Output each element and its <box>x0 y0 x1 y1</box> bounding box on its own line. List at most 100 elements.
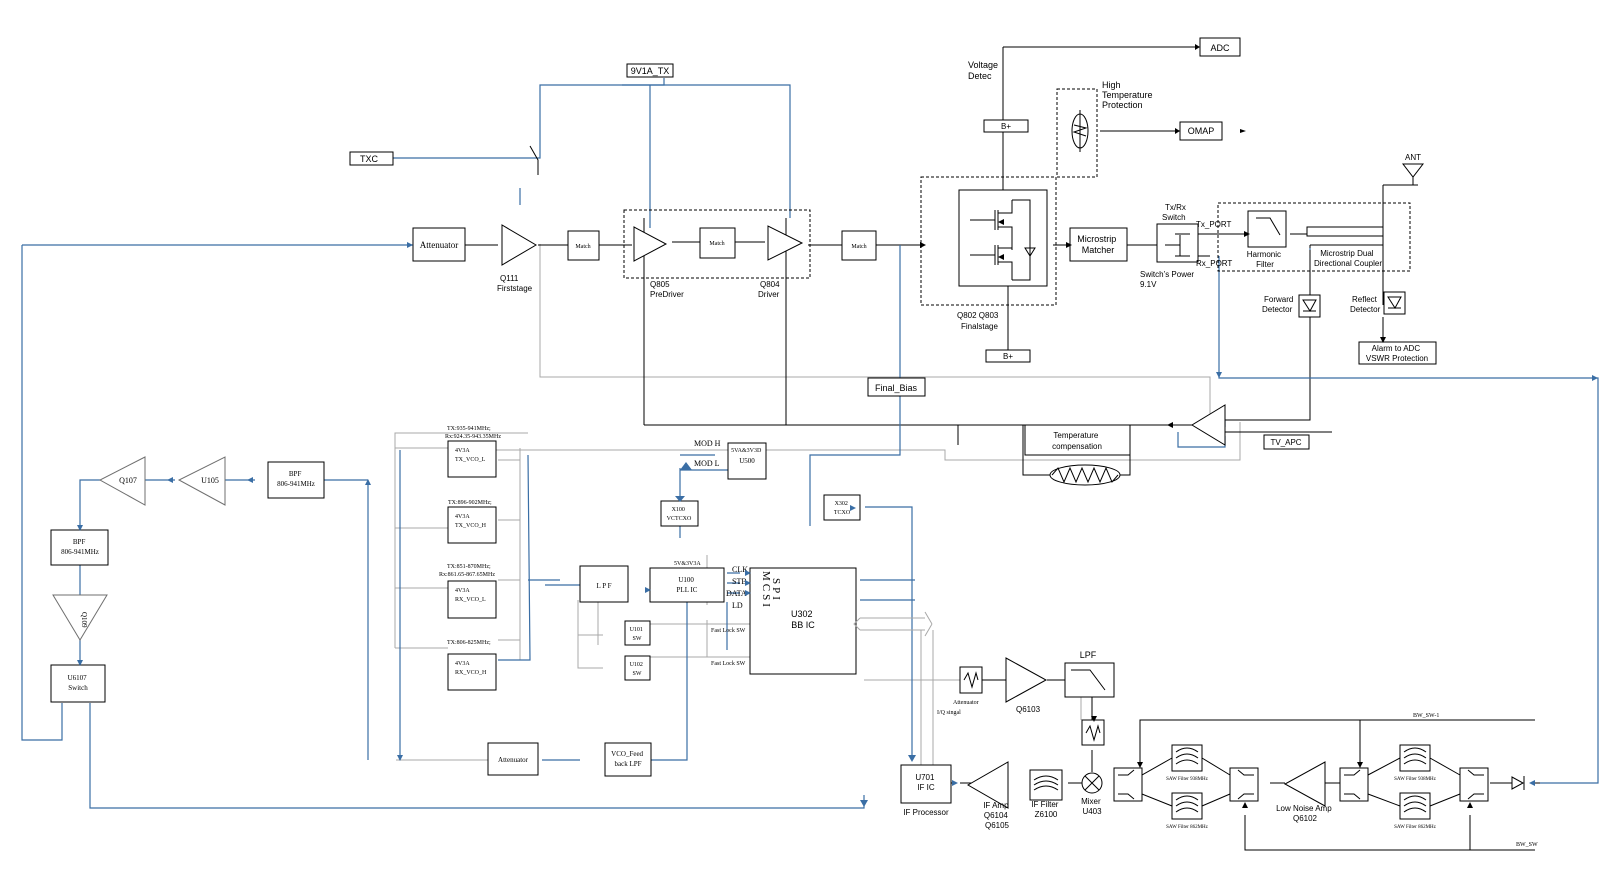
tv-apc-box: TV_APC <box>1263 434 1310 450</box>
forward-detector: Forward Detector <box>1262 294 1321 318</box>
vco-1: TX:935-941MHz; Rx:924.35-943.35MHz 4V3A … <box>445 426 501 478</box>
svg-text:4V3A RX_VCO_H: 4V3A RX_VCO_H <box>455 661 487 676</box>
u500-box: 5VA&3V3D U500 <box>727 442 767 480</box>
rx-port-label: Rx_PORT <box>1196 259 1232 268</box>
bpf-top-box: BPF 806-941MHz <box>267 461 325 499</box>
stb-label: STB <box>732 577 747 586</box>
svg-text:U102 SW: U102 SW <box>630 662 645 677</box>
iq-signal-label: I/Q singal <box>937 710 961 716</box>
svg-text:U105: U105 <box>201 476 219 485</box>
if-processor-label: IF Processor <box>903 808 949 817</box>
rx-lpf: LPF <box>1064 650 1115 698</box>
bw-sw-label: BW_SW <box>1516 842 1538 848</box>
u6107-switch-box: U6107 Switch <box>50 664 106 703</box>
txrx-switch-label: Tx/Rx Switch <box>1162 203 1188 222</box>
high-temp-label: High Temperature Protection <box>1102 80 1155 110</box>
svg-text:IF Filter Z6100: IF Filter Z6100 <box>1031 800 1060 819</box>
q802-q803-finalstage: Q802 Q803 Finalstage <box>957 189 1048 331</box>
svg-text:Attenuator: Attenuator <box>420 240 459 250</box>
q805-label: Q805 PreDriver <box>650 280 684 299</box>
svg-text:TXC: TXC <box>360 154 379 164</box>
mcsi-label: MCSI <box>760 571 772 610</box>
voltage-detec-label: Voltage Detec <box>968 60 1001 81</box>
svg-text:B+: B+ <box>1003 352 1013 361</box>
svg-text:B+: B+ <box>1001 122 1011 131</box>
q111-label: Q111 Firststage <box>497 274 533 293</box>
mod-h-label: MOD H <box>694 439 721 448</box>
lpf-box: L P F <box>579 565 629 603</box>
switch-icon <box>529 145 539 175</box>
match-box-3: Match <box>841 230 877 261</box>
svg-text:Match: Match <box>709 241 724 247</box>
q804-amplifier: Q804 Driver <box>758 225 804 299</box>
thermistor-icon <box>1051 466 1119 484</box>
bplus-bottom-box: B+ <box>985 349 1031 363</box>
svg-text:U101 SW: U101 SW <box>630 627 645 642</box>
svg-text:X302 TCXO: X302 TCXO <box>834 501 851 516</box>
svg-text:SAW Filter 862MHz: SAW Filter 862MHz <box>1166 825 1209 830</box>
svg-text:Attenuator: Attenuator <box>953 700 979 706</box>
vco-4: TX:806-825MHz; 4V3A RX_VCO_H <box>447 640 497 691</box>
svg-text:Microstrip Matcher: Microstrip Matcher <box>1077 234 1119 255</box>
svg-text:TX:935-941MHz; Rx:924.35: TX:935-941MHz; Rx:924.35-943.35MHz <box>445 426 501 440</box>
u100-pll-box: U100 PLL IC <box>649 567 725 603</box>
q805-amplifier: Q805 PreDriver <box>633 226 684 299</box>
spi-label: SPI <box>770 578 782 603</box>
match-box-2: Match <box>699 227 736 259</box>
svg-text:BPF 806-941MHz: BPF 806-941MHz <box>61 538 99 556</box>
svg-text:Q6103: Q6103 <box>1016 705 1041 714</box>
txrx-switch: Tx/Rx Switch Tx_PORT Rx_PORT Switch’s Po… <box>1140 203 1232 289</box>
fast-lock-2-label: Fast Lock SW <box>711 661 746 667</box>
adc-label: ADC <box>1210 43 1230 53</box>
mod-l-label: MOD L <box>694 459 720 468</box>
svg-text:Match: Match <box>575 244 590 250</box>
saw-bank-b: SAW Filter 938MHz SAW Filter 862MHz <box>1339 744 1489 830</box>
vco-3: TX:851-870MHz; Rx:861.65-867.65MHz 4V3A … <box>439 564 497 619</box>
iq-signal-arrow: I/Q singal <box>853 611 961 770</box>
tx-port-label: Tx_PORT <box>1196 220 1232 229</box>
arrow-icon <box>407 242 413 248</box>
svg-text:SAW Filter 938MHz: SAW Filter 938MHz <box>1166 777 1209 782</box>
svg-text:BPF 806-941MHz: BPF 806-941MHz <box>277 470 315 488</box>
svg-text:OMAP: OMAP <box>1188 126 1215 136</box>
u100-supply-label: 5V&3V3A <box>674 561 701 567</box>
temp-compensation: Temperature compensation <box>1024 424 1131 486</box>
svg-text:IF Amp Q6104 Q6105: IF Amp Q6104 Q6105 <box>983 801 1011 830</box>
svg-text:SAW Filter 938MHz: SAW Filter 938MHz <box>1394 777 1437 782</box>
svg-text:U100 PLL IC: U100 PLL IC <box>677 576 698 594</box>
svg-text:U302 BB IC: U302 BB IC <box>791 609 815 630</box>
svg-text:Forward Detector: Forward Detector <box>1262 295 1296 314</box>
bw-sw1-label: BW_SW-1 <box>1413 713 1439 719</box>
wires <box>21 46 1599 851</box>
svg-text:Microstrip Dual Directio: Microstrip Dual Directional Coupler <box>1314 249 1382 268</box>
apc-amplifier <box>1191 404 1226 446</box>
svg-text:Attenuator: Attenuator <box>498 756 529 764</box>
q802-label: Q802 Q803 Finalstage <box>957 311 1001 331</box>
microstrip-matcher-box: Microstrip Matcher <box>1069 227 1128 262</box>
svg-text:Mixer U403: Mixer U403 <box>1081 797 1103 816</box>
svg-text:VCO_Feed back LPF: VCO_Feed back LPF <box>611 750 645 768</box>
svg-text:4V3A RX_VCO_L: 4V3A RX_VCO_L <box>455 588 486 603</box>
bpf-left-box: BPF 806-941MHz <box>50 529 109 566</box>
mixer: Mixer U403 <box>1081 772 1103 816</box>
q804-label: Q804 Driver <box>758 280 782 299</box>
rx-lo-attenuator-icon <box>1081 719 1105 746</box>
antenna-icon: ANT <box>1401 153 1425 185</box>
arrow-icon <box>1175 128 1180 134</box>
lna-amplifier: Low Noise Amp Q6102 <box>1276 761 1332 823</box>
svg-text:4V3A TX_VCO_H: 4V3A TX_VCO_H <box>455 514 487 529</box>
attenuator-bottom-box: Attenuator <box>487 742 539 776</box>
svg-text:TX:896-902MHz;: TX:896-902MHz; <box>448 500 492 506</box>
adc-box: ADC <box>1199 37 1241 57</box>
ant-label: ANT <box>1405 153 1421 162</box>
arrowheads <box>77 129 1598 808</box>
svg-text:Reflect Detector: Reflect Detector <box>1350 295 1381 314</box>
ld-label: LD <box>732 601 743 610</box>
svg-text:LPF: LPF <box>1080 650 1097 660</box>
final-bias-box: Final_Bias <box>867 377 926 397</box>
txc-box: TXC <box>349 151 394 166</box>
alarm-adc-box: Alarm to ADC VSWR Protection <box>1358 341 1437 365</box>
rx-attenuator: Attenuator <box>953 666 983 706</box>
match-box-1: Match <box>567 230 600 261</box>
